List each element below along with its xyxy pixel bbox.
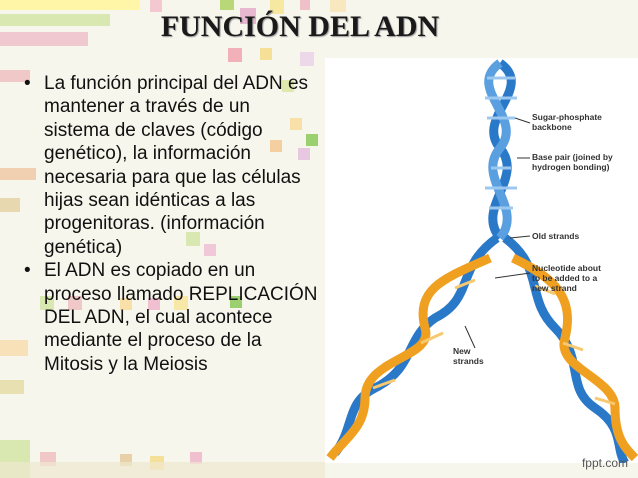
dna-replication-illustration: Sugar-phosphate backbone Base pair (join… bbox=[325, 58, 638, 463]
footer-credit: fppt.com bbox=[581, 456, 628, 470]
bullet-item: La función principal del ADN es mantener… bbox=[18, 72, 318, 259]
label-new-strands: New strands bbox=[453, 346, 484, 366]
label-old-strands: Old strands bbox=[532, 231, 580, 241]
dna-helix-graphic bbox=[326, 59, 638, 463]
label-base-pair: Base pair (joined by hydrogen bonding) bbox=[532, 152, 613, 172]
slide-title: FUNCIÓN DEL ADN bbox=[160, 10, 440, 43]
bullet-item: El ADN es copiado en un proceso llamado … bbox=[18, 259, 318, 376]
label-sugar-phosphate-backbone: Sugar-phosphate backbone bbox=[532, 112, 602, 132]
bullet-list: La función principal del ADN es mantener… bbox=[18, 72, 318, 376]
label-nucleotide: Nucleotide about to be added to a new st… bbox=[532, 263, 601, 293]
